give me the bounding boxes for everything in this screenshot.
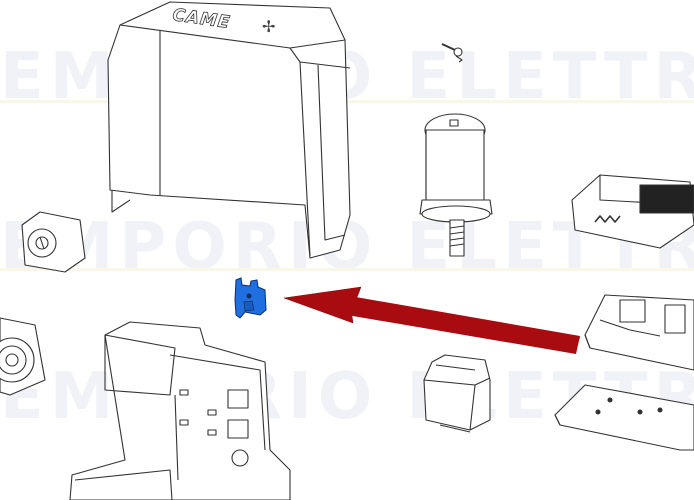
- control-board-part: [584, 294, 694, 371]
- watermark-band: [0, 268, 694, 271]
- pointer-arrow-icon: [283, 286, 581, 354]
- transformer-part: [423, 354, 491, 433]
- highlighted-part-icon[interactable]: [234, 277, 267, 319]
- base-plate-part: [554, 384, 694, 451]
- housing-frame-part: [69, 321, 291, 500]
- motor-part: [419, 113, 493, 257]
- screw-part: [441, 43, 463, 63]
- brand-label: CAME: [171, 5, 231, 33]
- terminal-block-part: [571, 174, 694, 249]
- cover-part: CAME ✢: [107, 1, 351, 259]
- brand-symbol: ✢: [262, 19, 275, 36]
- gear-assembly-part: [0, 317, 46, 396]
- gear-wheel-part: [21, 211, 86, 273]
